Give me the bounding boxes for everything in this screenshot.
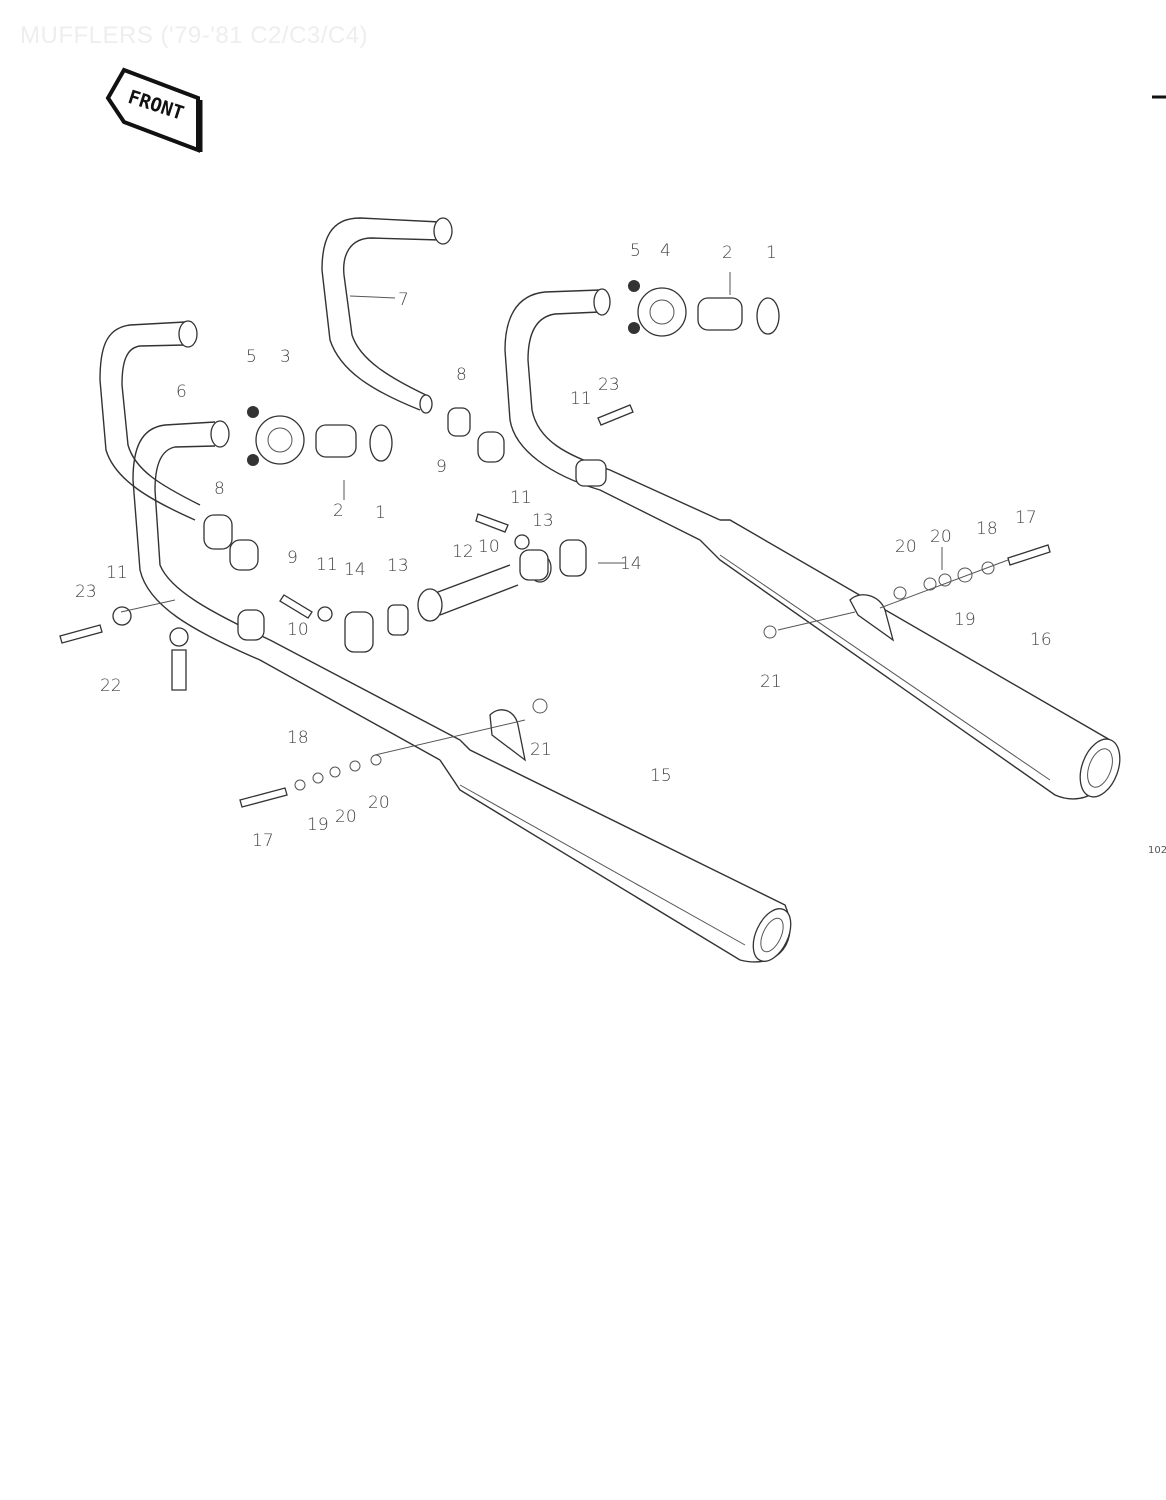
- callout-11: 11: [106, 563, 128, 583]
- callout-20: 20: [368, 793, 390, 813]
- clamp-parts: [112, 407, 607, 653]
- callout-9: 9: [436, 457, 447, 477]
- callout-17: 17: [1015, 508, 1037, 528]
- exhaust-pipe-front: [99, 320, 201, 521]
- callout-11: 11: [570, 389, 592, 409]
- exhaust-pipe-left: [132, 420, 461, 761]
- callout-20: 20: [895, 537, 917, 557]
- callout-22: 22: [100, 676, 122, 696]
- callout-11: 11: [510, 488, 532, 508]
- callout-8: 8: [214, 479, 225, 499]
- callout-20: 20: [335, 807, 357, 827]
- flange-left: [247, 406, 305, 466]
- callout-14: 14: [620, 554, 642, 574]
- callout-3: 3: [280, 347, 291, 367]
- callout-19: 19: [307, 815, 329, 835]
- exhaust-pipe-rear: [321, 217, 453, 414]
- callout-18: 18: [287, 728, 309, 748]
- flange-right: [628, 280, 687, 337]
- muffler-right: [699, 519, 1121, 800]
- callout-labels: 1 1 2 2 3 4 5 5 6 7 8 8 9 9 10 10 11 11 …: [75, 241, 1052, 851]
- callout-12: 12: [452, 542, 474, 562]
- callout-5: 5: [630, 241, 641, 261]
- callout-18: 18: [976, 519, 998, 539]
- callout-5: 5: [246, 347, 257, 367]
- callout-23: 23: [598, 375, 620, 395]
- callout-2: 2: [333, 501, 344, 521]
- callout-6: 6: [176, 382, 187, 402]
- callout-14: 14: [344, 560, 366, 580]
- callout-13: 13: [387, 556, 409, 576]
- callout-7: 7: [398, 290, 409, 310]
- callout-21: 21: [530, 740, 552, 760]
- callout-4: 4: [660, 241, 671, 261]
- muffler-left: [439, 709, 792, 963]
- callout-19: 19: [954, 610, 976, 630]
- front-direction-arrow: FRONT: [105, 67, 203, 153]
- collar-left: [315, 424, 393, 462]
- callout-10: 10: [287, 620, 309, 640]
- callout-2: 2: [722, 243, 733, 263]
- leader-lines: [343, 272, 943, 570]
- callout-1: 1: [766, 243, 777, 263]
- callout-15: 15: [650, 766, 672, 786]
- callout-9: 9: [287, 548, 298, 568]
- callout-20: 20: [930, 527, 952, 547]
- page-code: 102: [1148, 845, 1166, 856]
- bracket-hardware: [120, 559, 1009, 791]
- callout-17: 17: [252, 831, 274, 851]
- page-title: MUFFLERS ('79-'81 C2/C3/C4): [20, 22, 369, 49]
- callout-13: 13: [532, 511, 554, 531]
- callout-11: 11: [316, 555, 338, 575]
- callout-21: 21: [760, 672, 782, 692]
- bolts: [59, 404, 1051, 808]
- callout-1: 1: [375, 503, 386, 523]
- callout-10: 10: [478, 537, 500, 557]
- collar-right: [697, 297, 780, 335]
- callout-16: 16: [1030, 630, 1052, 650]
- callout-8: 8: [456, 365, 467, 385]
- callout-23: 23: [75, 582, 97, 602]
